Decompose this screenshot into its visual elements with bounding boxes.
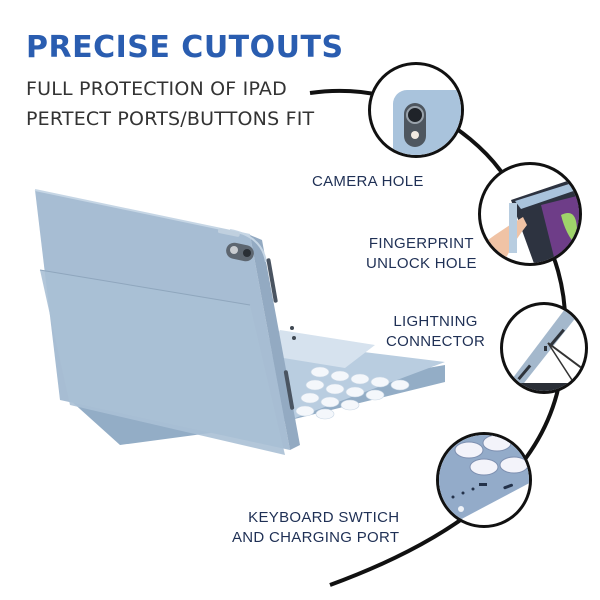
- page-title: PRECISE CUTOUTS: [26, 30, 344, 65]
- label-lightning-line1: LIGHTNING: [393, 313, 478, 330]
- tablet-case: [34, 189, 300, 455]
- label-camera-hole: CAMERA HOLE: [312, 172, 424, 192]
- label-fingerprint: FINGERPRINT UNLOCK HOLE: [366, 234, 477, 274]
- subtitle-ports: PERTECT PORTS/BUTTONS FIT: [26, 108, 315, 130]
- label-fingerprint-line2: UNLOCK HOLE: [366, 255, 477, 272]
- keyboard-keys-icon: [439, 435, 529, 525]
- lightning-detail-circle: [500, 302, 588, 394]
- label-fingerprint-line1: FINGERPRINT: [368, 235, 474, 252]
- label-keyboard-line2: AND CHARGING PORT: [232, 529, 400, 546]
- keyboard-detail-circle: [436, 432, 532, 528]
- fingerprint-detail-circle: [478, 162, 582, 266]
- label-camera-line1: CAMERA HOLE: [312, 173, 424, 190]
- label-lightning-line2: CONNECTOR: [386, 333, 486, 350]
- port-side-icon: [503, 305, 585, 391]
- camera-lens-icon: [393, 90, 461, 155]
- label-keyboard-line1: KEYBOARD SWTICH: [248, 509, 400, 526]
- label-lightning: LIGHTNING CONNECTOR: [386, 312, 485, 352]
- label-keyboard-switch: KEYBOARD SWTICH AND CHARGING PORT: [232, 508, 399, 548]
- camera-detail-circle: [368, 62, 464, 158]
- subtitle-protection: FULL PROTECTION OF IPAD: [26, 78, 287, 100]
